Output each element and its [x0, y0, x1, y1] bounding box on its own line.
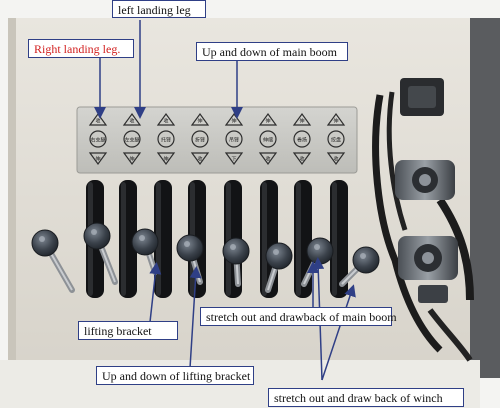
- callout-winch-stretch: stretch out and draw back of winch: [268, 388, 464, 407]
- plate-glyph: 右支腿: [90, 137, 105, 144]
- plate-down-triangle-icon: [156, 152, 176, 166]
- plate-down-triangle-icon: [326, 152, 346, 166]
- callout-right-landing-leg: Right landing leg.: [28, 39, 134, 58]
- plate-glyph: 伸: [299, 118, 304, 125]
- callout-main-boom-stretch: stretch out and drawback of main boom: [200, 307, 397, 326]
- hydraulic-valves: [372, 78, 474, 362]
- plate-glyph: 吊臂: [229, 137, 239, 144]
- plate-glyph: 左支腿: [124, 137, 139, 144]
- plate-glyph: 伸: [265, 118, 270, 125]
- lever-knob: [31, 229, 59, 257]
- plate-down-triangle-icon: [88, 152, 108, 166]
- plate-glyph: 卷扬: [297, 137, 307, 144]
- plate-up-triangle-icon: [122, 112, 142, 126]
- plate-glyph: 收: [163, 118, 168, 125]
- plate-down-triangle-icon: [122, 152, 142, 166]
- plate-up-triangle-icon: [224, 112, 244, 126]
- plate-circle-icon: [157, 130, 175, 148]
- plate-down-triangle-icon: [292, 152, 312, 166]
- plate-glyph: 伸: [197, 118, 202, 125]
- plate-glyph: 折臂: [195, 137, 205, 144]
- plate-glyph: 收: [299, 156, 304, 163]
- lever-knob: [176, 234, 204, 262]
- lever-knob: [306, 237, 334, 265]
- plate-glyph: 伸: [95, 156, 100, 163]
- plate-circle-icon: [225, 130, 243, 148]
- callout-lifting-bracket-updown: Up and down of lifting bracket: [96, 366, 254, 385]
- callout-left-landing-leg: left landing leg: [112, 0, 206, 18]
- plate-glyph: 收: [95, 118, 100, 125]
- lever-knob: [131, 228, 159, 256]
- plate-glyph: 下: [231, 157, 236, 163]
- plate-glyph: 收: [333, 156, 338, 163]
- plate-up-triangle-icon: [190, 112, 210, 126]
- callout-main-boom-updown: Up and down of main boom: [196, 42, 348, 61]
- plate-glyph: 伸: [231, 118, 236, 125]
- plate-up-triangle-icon: [88, 112, 108, 126]
- plate-circle-icon: [293, 130, 311, 148]
- plate-glyph: 收: [197, 156, 202, 163]
- plate-up-triangle-icon: [326, 112, 346, 126]
- plate-glyph: 收: [265, 156, 270, 163]
- plate-glyph: 绞盘: [331, 137, 341, 144]
- plate-circle-icon: [327, 130, 345, 148]
- plate-down-triangle-icon: [224, 152, 244, 166]
- plate-up-triangle-icon: [258, 112, 278, 126]
- plate-glyph: 伸缩: [263, 137, 273, 144]
- lever-knob: [222, 237, 250, 265]
- plate-glyph: 伸: [163, 156, 168, 163]
- plate-glyph: 托臂: [161, 137, 171, 144]
- plate-glyph: 收: [129, 118, 134, 125]
- plate-glyph: 伸: [333, 118, 338, 125]
- plate-circle-icon: [123, 130, 141, 148]
- callout-lifting-bracket: lifting bracket: [78, 321, 178, 340]
- lever-knob: [83, 222, 111, 250]
- lever-knob: [352, 246, 380, 274]
- plate-down-triangle-icon: [190, 152, 210, 166]
- lever-knob: [265, 242, 293, 270]
- plate-circle-icon: [259, 130, 277, 148]
- plate-glyph: 伸: [129, 156, 134, 163]
- plate-circle-icon: [191, 130, 209, 148]
- plate-circle-icon: [89, 130, 107, 148]
- plate-up-triangle-icon: [292, 112, 312, 126]
- lever-knobs: [31, 222, 380, 274]
- plate-down-triangle-icon: [258, 152, 278, 166]
- plate-up-triangle-icon: [156, 112, 176, 126]
- label-plate: 收收收伸伸伸伸伸右支腿左支腿托臂折臂吊臂伸缩卷扬绞盘伸伸伸收下收收收: [76, 106, 358, 174]
